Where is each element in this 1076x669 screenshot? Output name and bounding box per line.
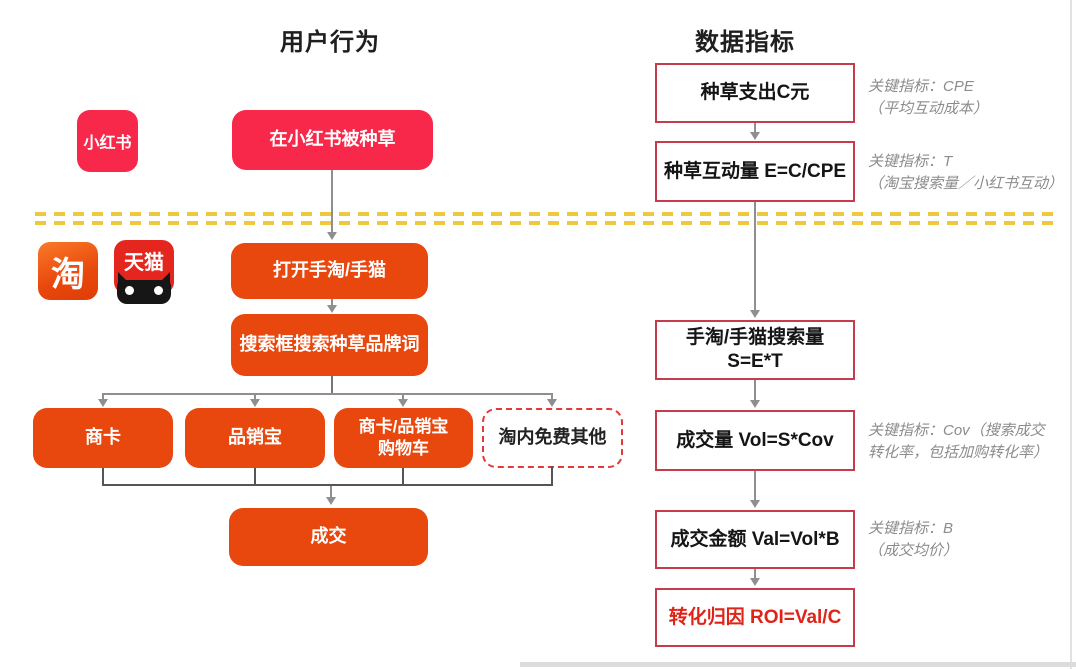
channel-box-pinxiaobao: 品销宝 xyxy=(185,408,325,468)
channel-label-line1: 商卡/品销宝 xyxy=(358,416,449,436)
metric-label: 转化归因 ROI=Val/C xyxy=(668,606,842,628)
frame-edge-right xyxy=(1070,0,1072,669)
arrowhead-metric-2 xyxy=(750,310,760,318)
arrowhead-merge-to-deal xyxy=(326,497,336,505)
connector-merge-3 xyxy=(402,468,404,484)
annotation-cpe: 关键指标：CPE （平均互动成本） xyxy=(868,76,988,120)
connector-branch-drop-3 xyxy=(402,393,404,399)
metric-box-search-volume: 手淘/手猫搜索量 S=E*T xyxy=(655,320,855,380)
connector-merge-2 xyxy=(254,468,256,484)
flow-box-open-taobao-tmall: 打开手淘/手猫 xyxy=(231,243,428,299)
divider-dashed-bottom xyxy=(35,221,1060,225)
channel-label: 商卡 xyxy=(85,427,121,448)
connector-seeded-to-open xyxy=(331,170,333,232)
metric-box-roi-attribution: 转化归因 ROI=Val/C xyxy=(655,588,855,647)
arrowhead-metric-3 xyxy=(750,400,760,408)
arrowhead-seeded-to-open xyxy=(327,232,337,240)
connector-metric-5 xyxy=(754,569,756,579)
channel-box-cart: 商卡/品销宝 购物车 xyxy=(334,408,473,468)
tmall-logo-label: 天猫 xyxy=(124,252,164,274)
metric-box-deal-volume: 成交量 Vol=S*Cov xyxy=(655,410,855,471)
connector-open-to-search xyxy=(331,299,333,306)
arrowhead-branch-4 xyxy=(547,399,557,407)
annotation-line1: 关键指标：Cov（搜索成交 xyxy=(868,422,1045,439)
tmall-logo-icon: 天猫 xyxy=(112,238,176,306)
connector-merge-1 xyxy=(102,468,104,484)
connector-merge-stem xyxy=(330,486,332,498)
channel-label: 淘内免费其他 xyxy=(498,427,607,448)
flow-box-seeded-on-xiaohongshu: 在小红书被种草 xyxy=(232,110,433,170)
arrowhead-branch-1 xyxy=(98,399,108,407)
connector-metric-4 xyxy=(754,471,756,501)
arrowhead-open-to-search xyxy=(327,305,337,313)
annotation-b: 关键指标：B （成交均价） xyxy=(868,518,958,562)
connector-metric-1 xyxy=(754,123,756,133)
channel-box-free-other: 淘内免费其他 xyxy=(482,408,623,468)
annotation-t: 关键指标：T （淘宝搜索量／小红书互动） xyxy=(868,151,1063,195)
arrowhead-metric-4 xyxy=(750,500,760,508)
channel-box-shangka: 商卡 xyxy=(33,408,173,468)
arrowhead-branch-3 xyxy=(398,399,408,407)
arrowhead-metric-1 xyxy=(750,132,760,140)
flow-box-label: 成交 xyxy=(310,526,347,547)
metric-label-line1: 手淘/手猫搜索量 xyxy=(685,327,825,349)
flow-box-label: 搜索框搜索种草品牌词 xyxy=(239,334,420,355)
connector-merge-4 xyxy=(551,466,553,484)
flow-box-search-brand-words: 搜索框搜索种草品牌词 xyxy=(231,314,428,376)
annotation-cov: 关键指标：Cov（搜索成交 转化率，包括加购转化率） xyxy=(868,420,1048,464)
metric-box-seeding-spend: 种草支出C元 xyxy=(655,63,855,123)
annotation-line2: 转化率，包括加购转化率） xyxy=(868,443,1049,461)
flow-box-deal: 成交 xyxy=(229,508,428,566)
connector-branch-drop-4 xyxy=(551,393,553,399)
connector-branch-horizontal-top xyxy=(103,393,553,395)
tmall-cat-eye-left xyxy=(125,286,134,295)
tmall-cat-eye-right xyxy=(154,286,163,295)
xiaohongshu-logo-icon: 小红书 xyxy=(77,110,138,172)
channel-label: 品销宝 xyxy=(228,427,282,448)
flow-box-label: 打开手淘/手猫 xyxy=(272,260,386,281)
xiaohongshu-logo-label: 小红书 xyxy=(83,135,132,152)
divider-dashed-top xyxy=(35,212,1060,216)
metric-label: 成交量 Vol=S*Cov xyxy=(676,429,834,451)
annotation-line2: （成交均价） xyxy=(868,541,959,559)
flow-box-label: 在小红书被种草 xyxy=(269,129,396,150)
connector-metric-3 xyxy=(754,380,756,401)
connector-metric-2 xyxy=(754,202,756,311)
metric-label: 种草支出C元 xyxy=(700,82,810,104)
metric-box-deal-amount: 成交金额 Val=Vol*B xyxy=(655,510,855,569)
channel-label-line2: 购物车 xyxy=(377,439,429,458)
connector-branch-drop-1 xyxy=(102,393,104,399)
arrowhead-branch-2 xyxy=(250,399,260,407)
connector-search-branch-stem xyxy=(331,376,333,393)
taobao-logo-label: 淘 xyxy=(51,255,85,294)
connector-branch-drop-2 xyxy=(254,393,256,399)
metric-label-line2: S=E*T xyxy=(727,351,783,372)
annotation-line1: 关键指标：CPE xyxy=(868,78,974,95)
metric-label: 成交金额 Val=Vol*B xyxy=(670,528,840,550)
column-title-data-metrics: 数据指标 xyxy=(695,29,795,56)
connector-merge-horizontal xyxy=(102,484,553,486)
annotation-line2: （淘宝搜索量／小红书互动） xyxy=(868,174,1064,192)
metric-box-engagement: 种草互动量 E=C/CPE xyxy=(655,141,855,202)
column-title-user-behavior: 用户行为 xyxy=(280,29,380,56)
annotation-line1: 关键指标：T xyxy=(868,153,953,170)
annotation-line2: （平均互动成本） xyxy=(868,99,989,117)
arrowhead-metric-5 xyxy=(750,578,760,586)
annotation-line1: 关键指标：B xyxy=(868,520,954,537)
frame-edge-bottom xyxy=(520,662,1076,667)
taobao-logo-icon: 淘 xyxy=(38,242,98,300)
channel-label: 商卡/品销宝 购物车 xyxy=(359,416,449,460)
metric-label: 种草互动量 E=C/CPE xyxy=(663,160,847,182)
